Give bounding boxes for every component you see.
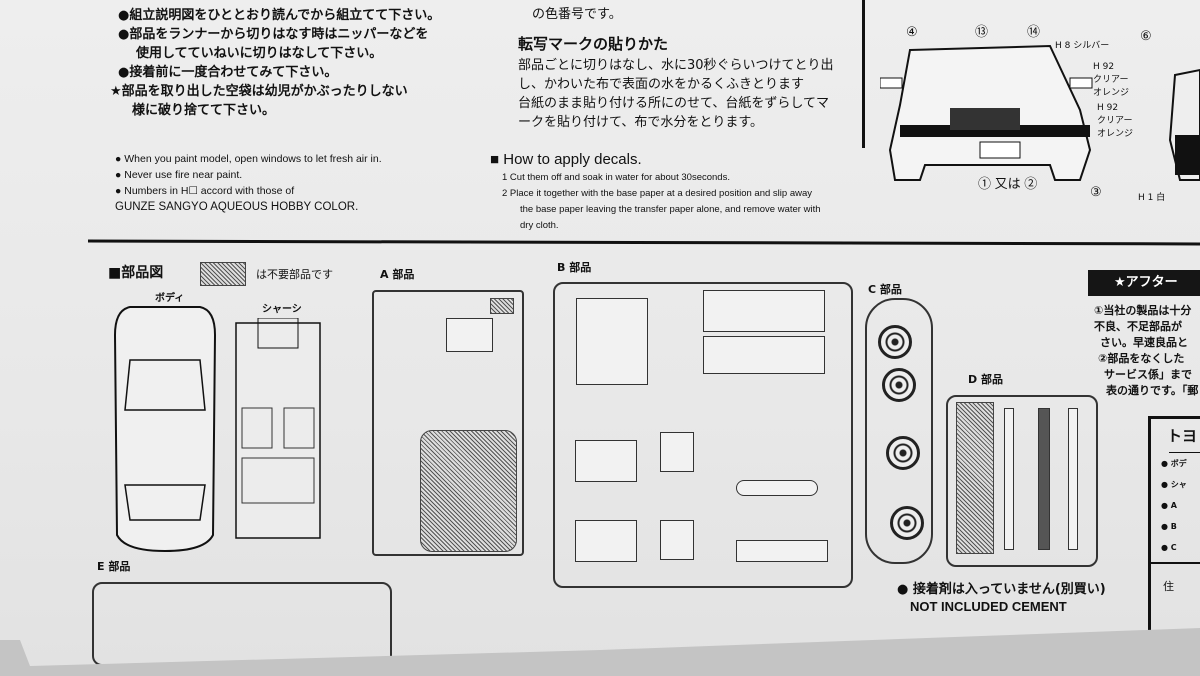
vertical-divider bbox=[862, 0, 865, 148]
instruction-line: ●組立説明図をひととおり読んでから組立てて下さい。 bbox=[118, 8, 441, 23]
b-part-11 bbox=[575, 440, 637, 482]
callout-3: ③ bbox=[1090, 184, 1102, 199]
horizontal-divider bbox=[87, 239, 1200, 246]
e-parts-runner bbox=[92, 582, 392, 666]
body-label: ボディ bbox=[155, 293, 185, 304]
color-labels: H 8 シルバー H 92 クリアー オレンジ H 92 クリアー オレンジ bbox=[1055, 40, 1133, 141]
callout-13: ⑬ bbox=[975, 24, 989, 39]
order-item: ● シャ bbox=[1161, 480, 1187, 489]
d-unused-part bbox=[956, 402, 994, 554]
b-part-16 bbox=[703, 290, 825, 332]
decals-en-step: 1 Cut them off and soak in water for abo… bbox=[502, 172, 730, 183]
b-part-8 bbox=[660, 520, 694, 560]
decals-jp: 転写マークの貼りかた 部品ごとに切りはなし、水に30秒ぐらいつけてとり出 し、か… bbox=[518, 32, 834, 132]
cement-note-en: NOT INCLUDED CEMENT bbox=[910, 599, 1067, 614]
decals-en-step: dry cloth. bbox=[520, 220, 559, 231]
unused-parts-note: は不要部品です bbox=[256, 268, 333, 281]
address-label: 住 bbox=[1151, 562, 1200, 594]
c-wheel bbox=[886, 436, 920, 470]
a-parts-label: A 部品 bbox=[380, 268, 415, 281]
b-parts-label: B 部品 bbox=[557, 261, 592, 274]
decals-jp-line: 部品ごとに切りはなし、水に30秒ぐらいつけてとり出 bbox=[518, 58, 834, 73]
after-service-line: 不良、不足部品が bbox=[1094, 320, 1182, 333]
after-service-line: ②部品をなくした bbox=[1098, 352, 1185, 365]
d-part bbox=[1068, 408, 1078, 550]
color-label: クリアー bbox=[1093, 75, 1129, 85]
b-part-seat-back bbox=[576, 298, 648, 385]
d-parts-runner bbox=[946, 395, 1098, 567]
c-parts-label: C 部品 bbox=[868, 283, 902, 296]
decals-jp-line: 台紙のまま貼り付ける所にのせて、台紙をずらしてマ bbox=[518, 96, 829, 111]
instruction-en-line: ● Never use fire near paint. bbox=[115, 169, 243, 181]
color-label: オレンジ bbox=[1093, 88, 1130, 98]
after-service-line: ①当社の製品は十分 bbox=[1094, 304, 1192, 317]
instructions-jp: ●組立説明図をひととおり読んでから組立てて下さい。 ●部品をランナーから切りはな… bbox=[110, 6, 441, 120]
parts-diagram-title: ■部品図 bbox=[108, 265, 164, 281]
color-label: H 92 bbox=[1093, 62, 1115, 72]
instruction-en-line: ● Numbers in H☐ accord with those of bbox=[115, 185, 295, 197]
order-item: ● B bbox=[1161, 522, 1177, 531]
color-label-white: H 1 白 bbox=[1138, 193, 1166, 203]
instruction-line: ●部品をランナーから切りはなす時はニッパーなどを bbox=[118, 27, 429, 42]
after-service-text: ①当社の製品は十分 不良、不足部品が さい。早速良品と ②部品をなくした サービ… bbox=[1094, 303, 1198, 399]
order-item: ● A bbox=[1161, 501, 1177, 510]
callout-6: ⑥ bbox=[1140, 28, 1152, 43]
decals-en-step: the base paper leaving the transfer pape… bbox=[520, 204, 821, 215]
instruction-line: ★部品を取り出した空袋は幼児がかぶったりしない bbox=[110, 84, 408, 99]
unused-parts-swatch bbox=[200, 262, 246, 286]
after-service-title: ★アフター bbox=[1088, 270, 1200, 296]
instruction-line: ●接着前に一度合わせてみて下さい。 bbox=[118, 65, 338, 80]
chassis-label: シャーシ bbox=[262, 304, 302, 315]
order-item: ● ボデ bbox=[1161, 459, 1187, 468]
after-service-line: 表の通りです。「郵 bbox=[1106, 384, 1199, 397]
body-part-drawing bbox=[113, 306, 217, 553]
car-front-diagram bbox=[880, 44, 1200, 181]
decals-jp-line: し、かわいた布で表面の水をかるくふきとります bbox=[518, 77, 805, 92]
d-part bbox=[1004, 408, 1014, 550]
c-wheel bbox=[882, 368, 916, 402]
callout-4: ④ bbox=[906, 24, 918, 39]
b-part-15 bbox=[703, 336, 825, 374]
c-parts-runner bbox=[865, 298, 933, 564]
callout-14: ⑭ bbox=[1027, 24, 1041, 39]
d-part bbox=[1038, 408, 1050, 550]
cement-note-jp: ● 接着剤は入っていません(別買い) bbox=[897, 582, 1106, 597]
decals-en-title: How to apply decals. bbox=[503, 151, 642, 168]
a-parts-runner bbox=[372, 290, 524, 556]
color-label: H 8 シルバー bbox=[1055, 41, 1110, 51]
instructions-en: ● When you paint model, open windows to … bbox=[115, 151, 382, 215]
a-part-11 bbox=[446, 318, 493, 352]
decals-en: ■ How to apply decals. 1 Cut them off an… bbox=[490, 150, 821, 234]
after-service-line: サービス係」まで bbox=[1104, 368, 1192, 381]
instruction-en-line: GUNZE SANGYO AQUEOUS HOBBY COLOR. bbox=[115, 201, 359, 213]
b-part-9 bbox=[660, 432, 694, 472]
parts-diagram-title-text: 部品図 bbox=[121, 265, 164, 281]
after-service-line: さい。早速良品と bbox=[1100, 336, 1188, 349]
c-wheel bbox=[890, 506, 924, 540]
instruction-en-line: ● When you paint model, open windows to … bbox=[115, 153, 382, 165]
a-unused-grille bbox=[420, 430, 517, 552]
b-parts-runner bbox=[553, 282, 853, 588]
decals-jp-line: ークを貼り付けて、布で水分をとります。 bbox=[518, 115, 764, 130]
color-label: クリアー bbox=[1097, 116, 1133, 126]
color-label: オレンジ bbox=[1097, 129, 1134, 139]
b-part-1 bbox=[736, 540, 828, 562]
b-part-10 bbox=[575, 520, 637, 562]
decals-jp-title: 転写マークの貼りかた bbox=[518, 35, 669, 53]
b-part-2 bbox=[736, 480, 818, 496]
instruction-line: 様に破り捨てて下さい。 bbox=[132, 103, 276, 118]
a-part-12 bbox=[490, 298, 514, 314]
color-note: の色番号です。 bbox=[532, 7, 622, 22]
d-parts-label: D 部品 bbox=[968, 373, 1003, 386]
chassis-part-drawing bbox=[235, 318, 321, 539]
callout-1-or-2: ① 又は ② bbox=[978, 176, 1038, 191]
order-item: ● C bbox=[1161, 543, 1177, 552]
instruction-line: 使用してていねいに切りはなして下さい。 bbox=[136, 46, 383, 61]
decals-en-step: 2 Place it together with the base paper … bbox=[502, 188, 812, 199]
c-wheel bbox=[878, 325, 912, 359]
color-label: H 92 bbox=[1097, 103, 1119, 113]
order-table: トヨ ● ボデ ● シャ ● A ● B ● C 住 bbox=[1148, 416, 1200, 631]
e-parts-label: E 部品 bbox=[97, 560, 131, 573]
order-table-title: トヨ bbox=[1167, 427, 1198, 445]
